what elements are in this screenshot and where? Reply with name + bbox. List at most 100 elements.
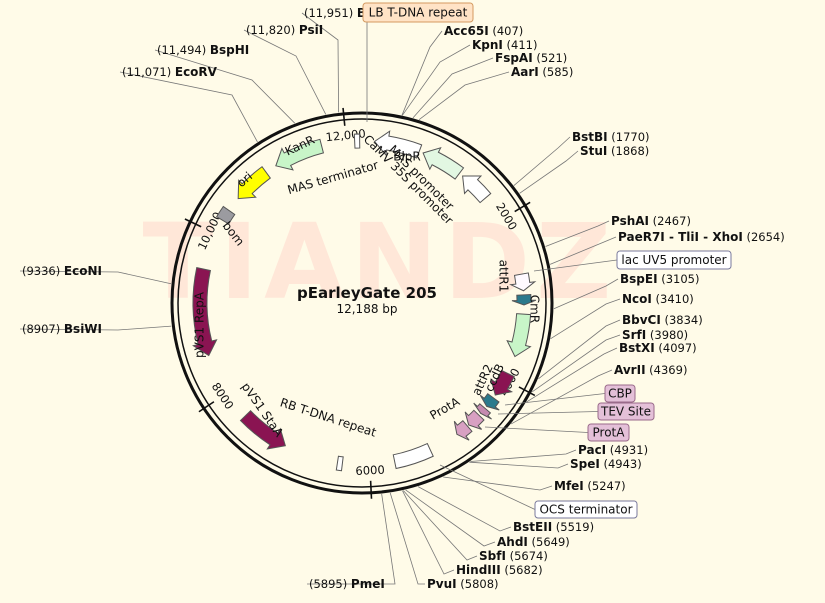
feature-camv35s [462,175,492,204]
site-name: AhdI [497,535,528,549]
callout-box [362,2,474,23]
site-name: BstEII [513,520,552,534]
site-name: PsiI [299,23,323,37]
feature-shape [275,138,325,171]
feature-shape [490,369,515,396]
site-name: BstXI [619,341,655,355]
site-position: (11,494) [157,43,210,57]
callout-leader [439,464,536,510]
feature-shape [462,175,492,204]
site-name: BspHI [210,43,249,57]
feature-label-prota: ProtA [427,394,462,422]
site-mfei: MfeI (5247) [554,479,626,493]
site-name: PaeR7I - TliI - XhoI [618,230,743,244]
site-leader-kpni [402,44,471,116]
site-position: (11,951) [304,6,357,20]
callout-box [597,402,655,421]
site-position: (4931) [606,443,648,457]
site-ncoi: NcoI (3410) [622,292,694,306]
tick-mark [198,401,215,413]
site-position: (411) [503,38,538,52]
site-srfi: SrfI (3980) [622,328,688,342]
feature-shape [392,442,434,470]
site-bstxi: BstXI (4097) [619,341,697,355]
site-leader-lines [19,12,621,585]
feature-label-attr1: attR1 [497,260,511,293]
feature-shape [473,402,492,420]
callout-label: CBP [608,387,632,401]
site-paci: PacI (4931) [578,443,648,457]
site-bsphi: (11,494) BspHI [157,43,249,57]
site-leader-paci [470,449,577,462]
site-name: PshAI [611,214,649,228]
site-ecorv: (11,071) EcoRV [122,65,218,79]
site-name: BstBI [572,130,608,144]
feature-shape [422,146,465,180]
site-leader-bcli [301,12,339,113]
callout-box [604,384,636,403]
site-position: (5674) [506,549,548,563]
tick-mark [369,480,373,499]
site-position: (11,820) [246,23,299,37]
site-name: KpnI [472,38,503,52]
site-position: (5682) [501,563,543,577]
feature-shape [373,130,423,159]
tick-mark [518,386,536,397]
feature-attr1 [511,294,537,306]
feature-mas-prom [422,146,465,180]
site-position: (521) [533,51,568,65]
plasmid-size: 12,188 bp [336,302,397,316]
site-name: FspAI [495,51,533,65]
feature-cbp [473,402,492,420]
prota-box: ProtA [587,423,630,442]
site-name: NcoI [622,292,652,306]
feature-shape [511,294,537,306]
site-kpni: KpnI (411) [472,38,538,52]
site-position: (5808) [457,577,499,591]
site-position: (4369) [646,363,688,377]
site-name: BsiWI [64,322,102,336]
site-leader-stui [519,150,579,194]
site-bspei: BspEI (3105) [620,272,699,286]
backbone [170,111,554,495]
tick-label: 8000 [209,380,237,412]
callout-label: ProtA [593,426,626,440]
cbp-box: CBP [604,384,636,403]
feature-prota2 [453,420,473,441]
feature-shape [464,409,485,430]
site-position: (9336) [22,264,64,278]
tick-mark [514,201,531,213]
site-leader-srfi [531,334,621,393]
callout-label: OCS terminator [539,503,632,517]
site-name: AarI [511,65,539,79]
backbone-inner [177,118,547,488]
site-avrii: AvrII (4369) [614,363,687,377]
site-acc65i: Acc65I (407) [444,24,523,38]
site-position: (4097) [655,341,697,355]
site-hindiii: HindIII (5682) [456,563,543,577]
site-name: SrfI [622,328,646,342]
feature-cmr [506,313,532,358]
site-bstbi: BstBI (1770) [572,130,650,144]
lb-box: LB T-DNA repeat [362,2,474,23]
site-position: (5895) [309,577,351,591]
feature-shape [353,133,361,149]
feature-label-blpr: BlpR [393,150,421,164]
site-leader-mfei [443,476,553,491]
site-name: BbvCI [622,313,661,327]
tick-mark [184,218,202,228]
site-bsteii: BstEII (5519) [513,520,594,534]
callout-box [587,423,630,442]
site-name: PacI [578,443,606,457]
site-pvui: PvuI (5808) [427,577,499,591]
tick-label: 6000 [355,463,385,478]
site-fspai: FspAI (521) [495,51,567,65]
callout-leader [504,393,606,406]
site-leader-pvui [389,492,425,585]
site-leader-spei [469,461,569,469]
feature-prota1 [464,409,485,430]
feature-repa [192,267,218,357]
site-position: (4943) [600,457,642,471]
